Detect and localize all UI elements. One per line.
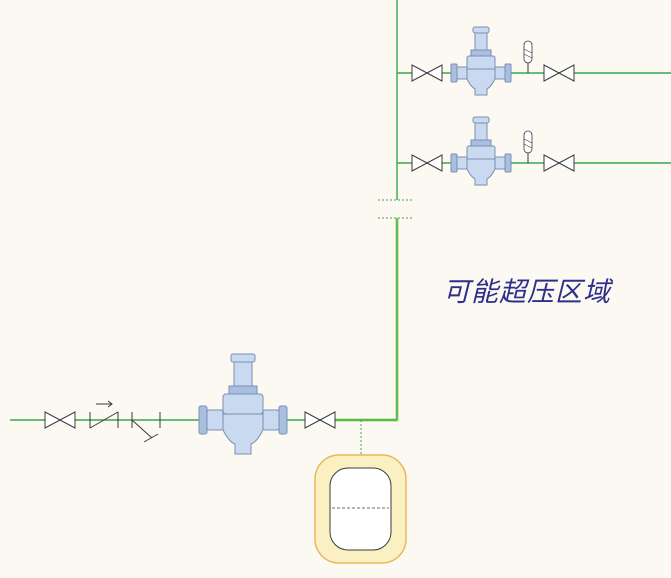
overpressure-region-label: 可能超压区域 [443,277,611,308]
check-valve-icon[interactable] [89,400,119,429]
pressure-reducing-valve-icon[interactable] [450,116,512,186]
pressure-reducing-valve-icon[interactable] [450,26,512,96]
gate-valve-icon[interactable] [543,154,575,172]
strainer-icon[interactable] [131,412,161,443]
gate-valve-icon[interactable] [44,411,76,429]
pressure-reducing-valve-icon[interactable] [198,353,288,455]
gate-valve-icon[interactable] [304,411,336,429]
expansion-tank-icon[interactable] [314,454,407,564]
gate-valve-icon[interactable] [411,154,443,172]
gate-valve-icon[interactable] [543,64,575,82]
overpressure-highlight [335,218,399,422]
pressure-gauge-icon[interactable] [523,40,533,73]
pressure-gauge-icon[interactable] [523,130,533,163]
pipe-break-marker [378,199,414,219]
gate-valve-icon[interactable] [411,64,443,82]
